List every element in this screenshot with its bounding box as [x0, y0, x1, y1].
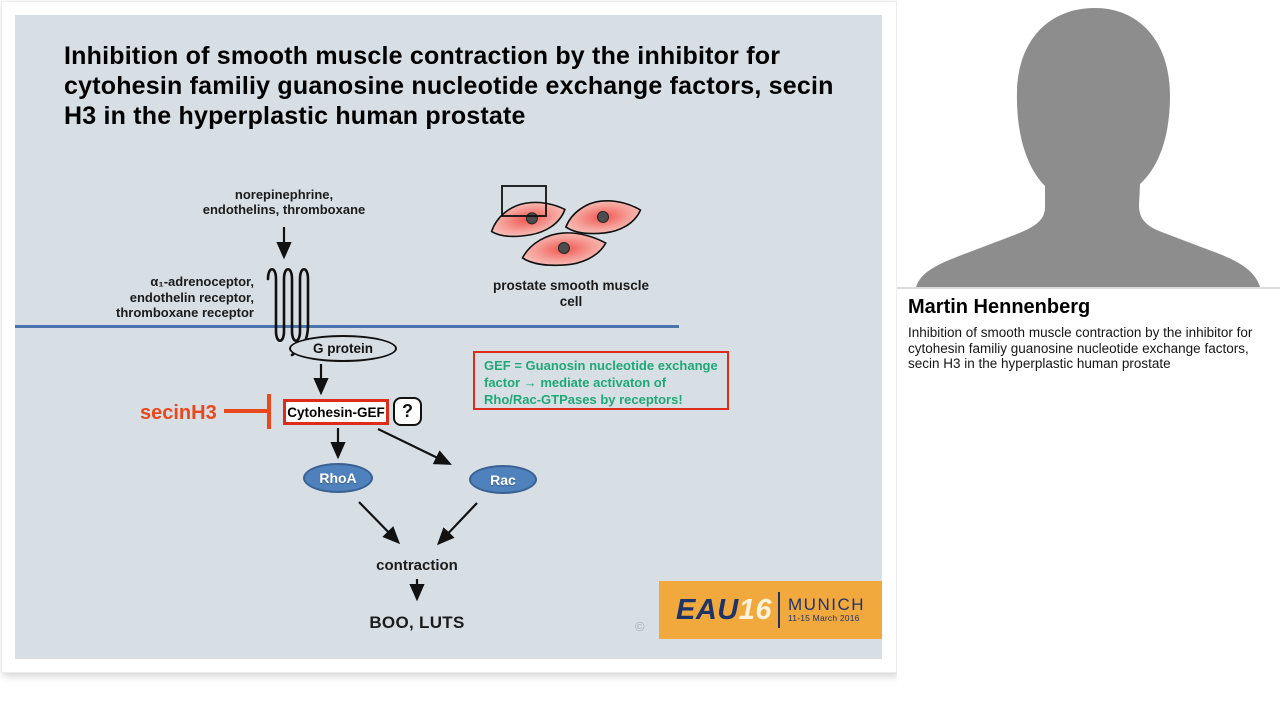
speaker-panel: Martin Hennenberg Inhibition of smooth m…	[897, 0, 1280, 720]
arrow-rac-to-contraction	[436, 502, 478, 546]
arrow-rhoa-to-contraction	[358, 501, 401, 545]
logo-dates-text: 11-15 March 2016	[788, 613, 860, 623]
gpcr-receptor-icon	[266, 267, 310, 357]
eau-wordmark: EAU 16	[676, 594, 772, 627]
speaker-description: Inhibition of smooth muscle contraction …	[908, 325, 1253, 371]
rhoa-node: RhoA	[303, 463, 373, 493]
g-protein-node: G protein	[289, 335, 397, 362]
presentation-slide: Inhibition of smooth muscle contraction …	[15, 15, 882, 659]
smooth-muscle-cells-icon	[490, 185, 642, 267]
outcome-label: BOO, LUTS	[369, 613, 465, 632]
slide-title: Inhibition of smooth muscle contraction …	[64, 42, 834, 130]
receptors-label: α₁-adrenoceptor, endothelin receptor, th…	[116, 274, 254, 320]
contraction-label: contraction	[376, 557, 458, 574]
arrow-gef-to-rac	[377, 428, 452, 465]
diagram-arrows	[266, 185, 642, 602]
secinh3-label: secinH3	[140, 402, 217, 424]
slide-card: Inhibition of smooth muscle contraction …	[1, 1, 897, 673]
zoom-rectangle-icon	[501, 185, 547, 217]
person-silhouette-icon	[916, 8, 1260, 287]
inhibition-t-bar	[267, 394, 271, 429]
smooth-muscle-cell-label: prostate smooth muscle cell	[492, 278, 650, 309]
logo-divider	[778, 592, 780, 628]
logo-city-text: MUNICH	[788, 595, 865, 614]
eau-org-text: EAU	[676, 593, 739, 626]
cytohesin-gef-node: Cytohesin-GEF	[283, 399, 389, 425]
rac-node: Rac	[469, 465, 537, 494]
inhibition-line	[224, 409, 269, 413]
gef-definition-note: GEF = Guanosin nucleotide exchange facto…	[473, 351, 729, 410]
speaker-name: Martin Hennenberg	[908, 296, 1091, 318]
eau-year-text: 16	[738, 593, 772, 626]
cell-membrane-line	[15, 325, 679, 328]
stimuli-label: norepinephrine, endothelins, thromboxane	[202, 187, 366, 217]
speaker-avatar	[897, 0, 1280, 289]
question-mark-box: ?	[393, 397, 422, 426]
copyright-icon: ©	[635, 619, 645, 634]
eau16-munich-logo: EAU 16 MUNICH 11-15 March 2016	[659, 581, 882, 639]
